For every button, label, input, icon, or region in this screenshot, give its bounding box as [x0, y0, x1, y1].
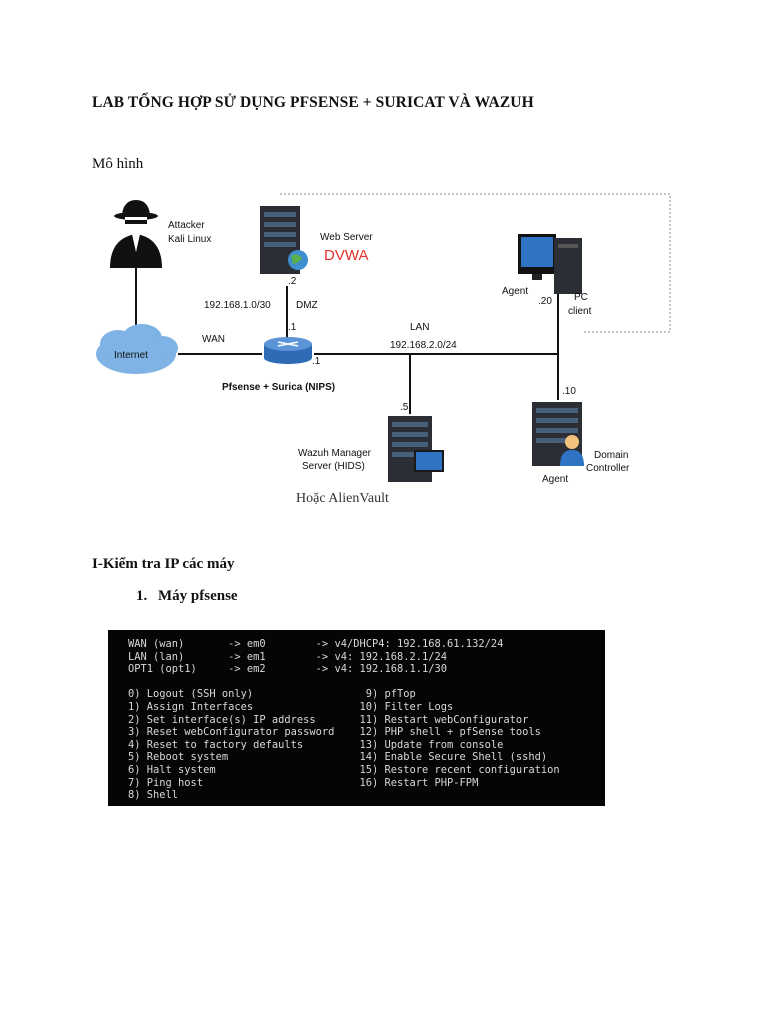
pc-label-2: client	[568, 306, 592, 317]
router-icon	[264, 337, 312, 364]
console-line: LAN (lan) -> em1 -> v4: 192.168.2.1/24	[128, 650, 448, 663]
wan-label: WAN	[202, 334, 225, 345]
dvwa-label: DVWA	[324, 247, 368, 264]
console-line: 0) Logout (SSH only) 9) pfTop	[128, 688, 416, 701]
console-line: 2) Set interface(s) IP address 11) Resta…	[128, 713, 529, 726]
numbered-item: 1. Máy pfsense	[136, 588, 238, 605]
wazuh-label-1: Wazuh Manager	[298, 448, 372, 459]
kali-label: Kali Linux	[168, 234, 211, 245]
attacker-icon	[110, 200, 162, 268]
attacker-label: Attacker	[168, 220, 205, 231]
lan-gw-label: .1	[312, 356, 321, 367]
dashed-link	[280, 193, 671, 333]
wazuh-server-icon	[388, 416, 444, 482]
network-diagram: Attacker Kali Linux Internet WAN Web Ser…	[96, 193, 671, 506]
pc-agent-label: Agent	[502, 286, 528, 297]
dmz-label: DMZ	[296, 300, 318, 311]
console-text: WAN (wan) -> em0 -> v4/DHCP4: 192.168.61…	[108, 630, 605, 802]
section-heading: I-Kiểm tra IP các máy	[92, 556, 235, 572]
dc-host-label: .10	[562, 386, 576, 397]
domain-controller-icon	[532, 402, 584, 466]
pfsense-console: WAN (wan) -> em0 -> v4/DHCP4: 192.168.61…	[108, 630, 605, 806]
console-line: OPT1 (opt1) -> em2 -> v4: 192.168.1.1/30	[128, 663, 448, 676]
wazuh-host-label: .5	[400, 402, 409, 413]
item-label: Máy pfsense	[158, 588, 238, 604]
wazuh-label-2: Server (HIDS)	[302, 461, 365, 472]
console-line: 6) Halt system 15) Restore recent config…	[128, 763, 560, 776]
item-number: 1.	[136, 588, 148, 604]
web-server-icon	[260, 206, 308, 274]
dmz-ip-label: 192.168.1.0/30	[204, 300, 271, 311]
dmz-gw-label: .1	[288, 322, 297, 333]
web-server-label: Web Server	[320, 232, 373, 243]
dc-label-2: Controller	[586, 463, 630, 474]
console-line: 7) Ping host 16) Restart PHP-FPM	[128, 776, 479, 789]
console-line: 8) Shell	[128, 789, 179, 802]
model-heading: Mô hình	[92, 156, 144, 172]
pc-client-icon	[518, 234, 582, 294]
lan-net-label: 192.168.2.0/24	[390, 340, 457, 351]
document-title: LAB TỔNG HỢP SỬ DỤNG PFSENSE + SURICAT V…	[92, 94, 534, 111]
web-host-label: .2	[288, 276, 297, 287]
internet-label: Internet	[114, 350, 148, 361]
dc-label-1: Domain	[594, 450, 628, 461]
console-line: WAN (wan) -> em0 -> v4/DHCP4: 192.168.61…	[128, 638, 504, 650]
pc-label-1: PC	[574, 292, 588, 303]
alienvault-label: Hoặc AlienVault	[296, 491, 389, 506]
console-line: 4) Reset to factory defaults 13) Update …	[128, 738, 504, 751]
dc-agent-label: Agent	[542, 474, 568, 485]
console-line: 5) Reboot system 14) Enable Secure Shell…	[128, 751, 548, 764]
console-line: 1) Assign Interfaces 10) Filter Logs	[128, 700, 454, 713]
lan-label: LAN	[410, 322, 429, 333]
pfsense-label: Pfsense + Surica (NIPS)	[222, 382, 335, 393]
console-line: 3) Reset webConfigurator password 12) PH…	[128, 726, 541, 739]
internet-cloud-icon	[96, 324, 178, 374]
pc-host-label: .20	[538, 296, 552, 307]
